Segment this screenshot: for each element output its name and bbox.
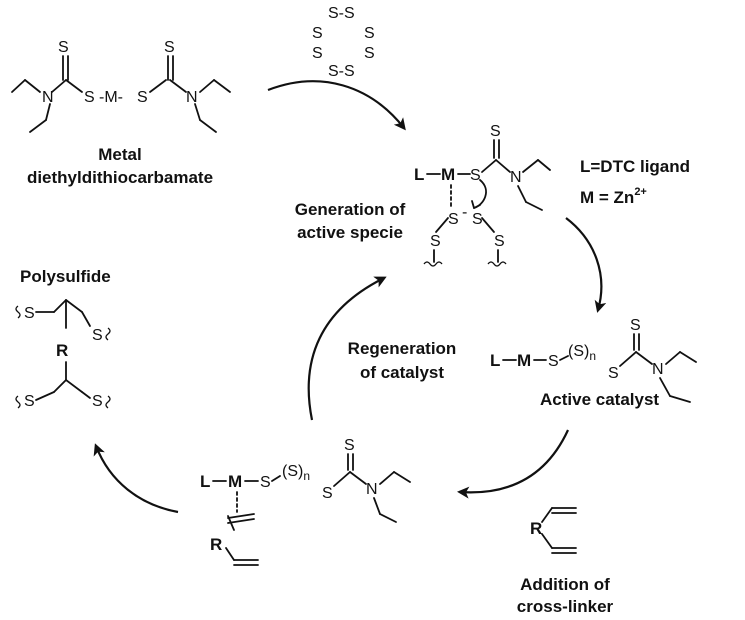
svg-text:S: S xyxy=(92,393,103,410)
svg-text:S: S xyxy=(472,211,483,228)
arrow-to-polysulfide xyxy=(93,443,179,514)
dtc-name-label: diethyldithiocarbamate xyxy=(27,168,213,187)
svg-text:S: S xyxy=(608,365,619,382)
active-catalyst-structure: L M S (S)n S S N xyxy=(490,317,697,403)
svg-text:L: L xyxy=(200,472,210,491)
polysulfide-structure: S S R S S xyxy=(15,299,111,410)
ligand-definition: L=DTC ligand xyxy=(580,157,690,176)
svg-text:N: N xyxy=(510,169,522,186)
svg-text:S: S xyxy=(344,437,355,454)
arrow-catalyst-to-bottom-complex xyxy=(457,429,569,499)
svg-text:S: S xyxy=(364,25,375,42)
svg-text:(S)n: (S)n xyxy=(282,463,310,483)
svg-text:N: N xyxy=(186,89,198,106)
svg-text:N: N xyxy=(366,481,378,498)
s8-ring: S-S S S S S S-S xyxy=(312,5,375,80)
svg-text:S: S xyxy=(312,45,323,62)
polysulfide-label: Polysulfide xyxy=(20,267,111,286)
svg-text:R: R xyxy=(56,341,68,360)
svg-text:M: M xyxy=(228,472,242,491)
svg-text:S-S: S-S xyxy=(328,63,355,80)
svg-text:S-S: S-S xyxy=(328,5,355,22)
svg-text:S: S xyxy=(448,211,459,228)
metal-definition: M = Zn2+ xyxy=(580,186,647,207)
svg-text:M: M xyxy=(441,165,455,184)
generation-label-line1: Generation of xyxy=(295,200,406,219)
svg-text:-: - xyxy=(462,204,467,221)
svg-text:R: R xyxy=(530,519,542,538)
cross-linker-structure: R xyxy=(530,507,577,554)
svg-text:S: S xyxy=(322,485,333,502)
svg-text:M: M xyxy=(517,351,531,370)
svg-text:N: N xyxy=(42,89,54,106)
svg-text:L: L xyxy=(490,351,500,370)
svg-text:S: S xyxy=(164,39,175,56)
arrow-regeneration xyxy=(307,276,387,421)
svg-text:S: S xyxy=(430,233,441,250)
svg-text:S: S xyxy=(24,393,35,410)
svg-text:S: S xyxy=(92,327,103,344)
svg-text:S: S xyxy=(490,123,501,140)
svg-text:S: S xyxy=(630,317,641,334)
svg-text:S: S xyxy=(24,305,35,322)
svg-text:S: S xyxy=(364,45,375,62)
svg-text:S: S xyxy=(58,39,69,56)
metal-label: Metal xyxy=(98,145,141,164)
active-species-structure: L M S S N S - S S S xyxy=(414,123,551,267)
regeneration-label-line1: Regeneration xyxy=(348,339,457,358)
svg-text:(S)n: (S)n xyxy=(568,343,596,363)
arrow-metal-to-active-species xyxy=(267,80,406,131)
svg-text:L: L xyxy=(414,165,424,184)
svg-text:S: S xyxy=(137,89,148,106)
arrow-active-species-to-catalyst xyxy=(565,217,607,313)
generation-label-line2: active specie xyxy=(297,223,403,242)
svg-text:S: S xyxy=(84,89,95,106)
svg-text:S: S xyxy=(470,167,481,184)
svg-text:N: N xyxy=(652,361,664,378)
active-catalyst-label: Active catalyst xyxy=(540,390,659,409)
bottom-complex-structure: L M S (S)n S S N R xyxy=(200,437,411,566)
svg-text:R: R xyxy=(210,535,222,554)
regeneration-label-line2: of catalyst xyxy=(360,363,444,382)
svg-text:S: S xyxy=(312,25,323,42)
svg-text:S: S xyxy=(494,233,505,250)
metal-dtc-structure: S N S -M- S S N xyxy=(11,39,231,133)
svg-text:-M-: -M- xyxy=(99,89,123,106)
addition-label-line2: cross-linker xyxy=(517,597,614,616)
addition-label-line1: Addition of xyxy=(520,575,610,594)
svg-text:S: S xyxy=(548,353,559,370)
svg-text:S: S xyxy=(260,474,271,491)
